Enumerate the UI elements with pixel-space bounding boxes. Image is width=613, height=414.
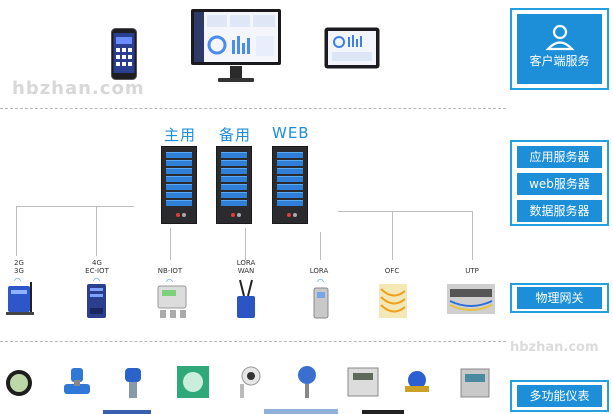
- gateway-utp-image: [446, 283, 496, 319]
- connector: [16, 206, 17, 256]
- pressure-transmitter-icon: [125, 368, 141, 398]
- connector: [392, 211, 393, 260]
- flow-meter-icon: [64, 368, 90, 394]
- main-server-label: 主用: [164, 126, 197, 144]
- meter-strip: [362, 410, 404, 414]
- meter-image: [4, 368, 34, 402]
- router-icon: [6, 282, 34, 315]
- meter-image: [176, 365, 210, 403]
- gateway-ofc-image: [378, 283, 408, 323]
- meters-button: 多功能仪表: [517, 385, 602, 407]
- meter-strip: [103, 410, 151, 414]
- meter-module-icon: [157, 285, 187, 318]
- fiber-icon: [379, 284, 407, 318]
- gateway-lorawan-image: [234, 278, 258, 324]
- dtu-icon: [87, 284, 106, 318]
- phone-icon: [111, 28, 137, 80]
- device-label-nbiot: NB-IOT: [157, 267, 183, 275]
- gateway-panel: 物理网关: [510, 283, 609, 313]
- gateway-2g3g-image: [6, 280, 38, 322]
- lora-node-icon: [313, 287, 329, 319]
- meters-panel: 多功能仪表: [510, 380, 609, 412]
- wifi-icon: ◠: [166, 277, 173, 286]
- panel-meter-icon: [177, 366, 209, 398]
- meter-image: [62, 366, 92, 404]
- watermark-small: hbzhan.com: [510, 340, 599, 355]
- server-panel: 应用服务器 web服务器 数据服务器: [510, 140, 609, 226]
- wifi-icon: ◠: [93, 276, 100, 285]
- temperature-transmitter-icon: [298, 366, 316, 398]
- tablet-device: [324, 27, 380, 69]
- device-label-ofc: OFC: [384, 267, 400, 275]
- device-label-4g: 4G EC-IOT: [85, 259, 109, 275]
- electric-meter-icon: [347, 367, 379, 397]
- client-service-panel: 客户端服务: [510, 8, 609, 90]
- gateway-lora-image: [311, 284, 331, 324]
- desktop-monitor: [190, 8, 282, 86]
- user-icon: [544, 24, 575, 51]
- device-label-2g3g: 2G 3G: [14, 259, 24, 275]
- water-meter-icon: [405, 371, 429, 392]
- client-service-label: 客户端服务: [529, 54, 590, 68]
- device-label-lora: LORA: [309, 267, 329, 275]
- client-service-button: 客户端服务: [517, 14, 602, 84]
- meter-image: [120, 366, 146, 404]
- controller-icon: [460, 368, 490, 398]
- backup-server-tower: [216, 146, 252, 224]
- gateway-button: 物理网关: [517, 287, 602, 309]
- meter-strip: [264, 409, 338, 414]
- web-server-button: web服务器: [517, 173, 602, 195]
- device-label-lorawan: LORA WAN: [236, 259, 256, 275]
- meter-image: [234, 364, 264, 404]
- app-server-button: 应用服务器: [517, 146, 602, 168]
- round-meter-icon: [6, 370, 32, 396]
- meter-image: [404, 368, 430, 400]
- connector: [16, 206, 134, 207]
- connector: [472, 211, 473, 260]
- web-server-label: WEB: [272, 124, 310, 142]
- tablet-icon: [324, 27, 380, 69]
- connector: [245, 228, 246, 260]
- lora-gateway-icon: [237, 279, 255, 318]
- camera-sensor-icon: [240, 366, 261, 398]
- connector: [170, 228, 171, 260]
- gateway-4g-image: [86, 280, 108, 324]
- backup-server-label: 备用: [219, 126, 252, 144]
- main-server-tower: [161, 146, 197, 224]
- device-label-utp: UTP: [465, 267, 479, 275]
- divider-line: [0, 341, 506, 342]
- connector: [96, 206, 97, 256]
- meter-image: [347, 367, 379, 401]
- watermark: hbzhan.com: [12, 78, 145, 99]
- ethernet-switch-icon: [447, 284, 495, 314]
- connector: [320, 232, 321, 260]
- meter-image: [294, 364, 320, 404]
- meter-image: [460, 368, 490, 402]
- db-server-button: 数据服务器: [517, 200, 602, 222]
- divider-line: [0, 108, 506, 109]
- wifi-icon: ◠: [14, 276, 21, 285]
- wifi-icon: ◠: [317, 277, 324, 286]
- connector: [338, 211, 472, 212]
- phone-device: [111, 28, 137, 80]
- monitor-icon: [191, 9, 281, 82]
- gateway-nbiot-image: [156, 284, 188, 324]
- web-server-tower: [272, 146, 308, 224]
